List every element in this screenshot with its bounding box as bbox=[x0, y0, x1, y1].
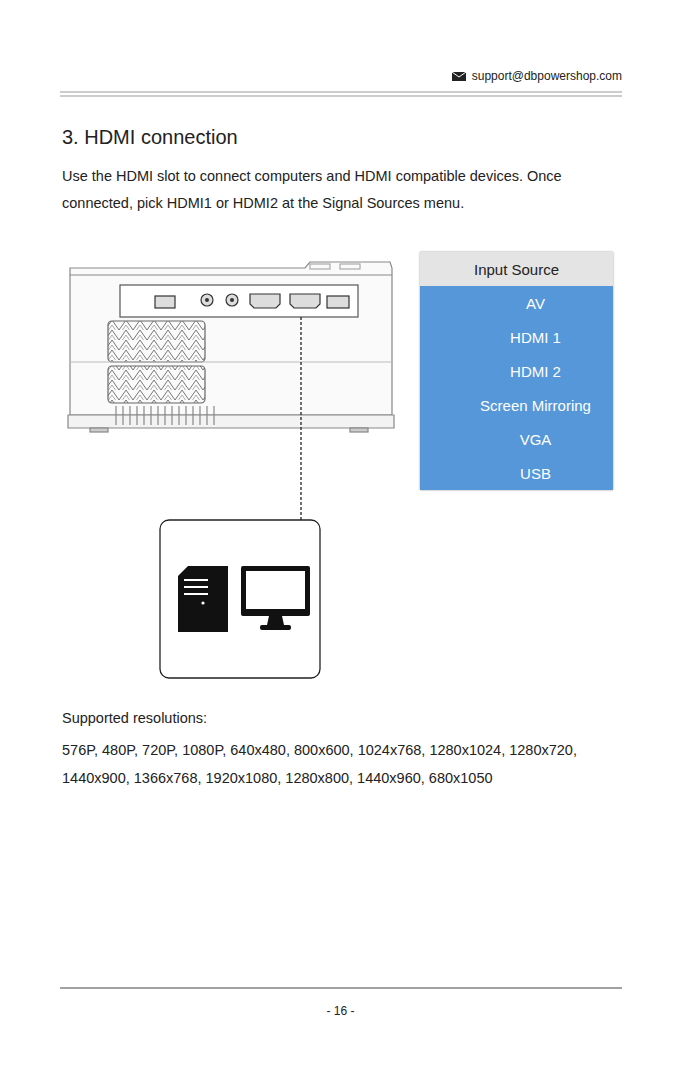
menu-panel: Input SourceAV HDMI 1 HDMI 2 Screen Mirrori… bbox=[420, 252, 613, 490]
intro-paragraph: Use the HDMI slot to connect computers a… bbox=[62, 163, 627, 217]
page-number: - 16 - bbox=[0, 1004, 681, 1018]
email-header: support@dbpowershop.com bbox=[472, 69, 622, 83]
menu-item: HDMI 2 bbox=[420, 354, 613, 388]
cable-line bbox=[300, 317, 301, 520]
menu-item-text: Screen Mirroring bbox=[480, 397, 591, 414]
menu-item: Screen Mirroring bbox=[420, 388, 613, 422]
header-rule bbox=[60, 96, 622, 97]
menu-heading: Input Source bbox=[474, 261, 559, 278]
menu-item: VGA bbox=[420, 422, 613, 456]
menu-item: USB bbox=[420, 456, 613, 490]
projector-illustration bbox=[68, 262, 394, 432]
envelope-icon bbox=[452, 72, 466, 81]
menu-item-text: HDMI 2 bbox=[510, 363, 561, 380]
menu-item-text: USB bbox=[520, 465, 551, 482]
menu-item: HDMI 1 bbox=[420, 320, 613, 354]
menu-item: AV bbox=[420, 286, 613, 320]
footer-rule bbox=[60, 988, 622, 989]
resolutions-heading: Supported resolutions: bbox=[62, 710, 207, 726]
section-title: 3. HDMI connection bbox=[62, 126, 238, 149]
menu-item-text: AV bbox=[526, 295, 545, 312]
resolutions-list: 576P, 480P, 720P, 1080P, 640x480, 800x60… bbox=[62, 736, 627, 792]
menu-item-text: HDMI 1 bbox=[510, 329, 561, 346]
menu-item-text: VGA bbox=[520, 431, 552, 448]
header-rule bbox=[60, 92, 622, 93]
computer-icon-box bbox=[160, 520, 320, 678]
